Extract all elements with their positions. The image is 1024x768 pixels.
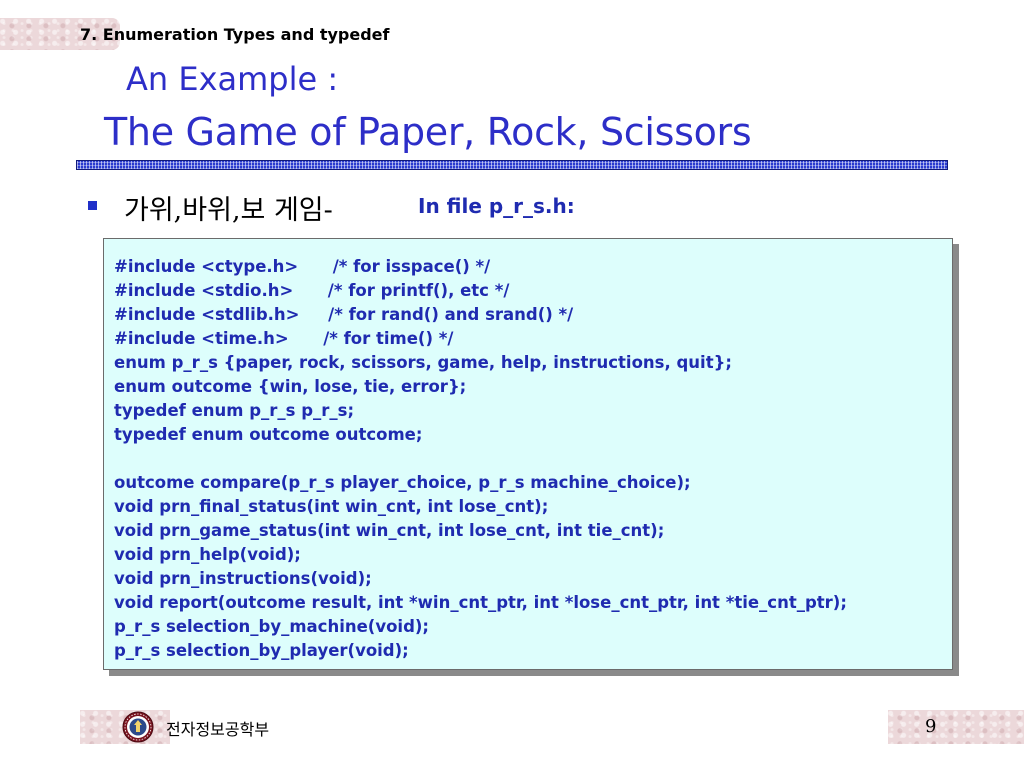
code-line: outcome compare(p_r_s player_choice, p_r…: [114, 473, 691, 492]
code-line: enum p_r_s {paper, rock, scissors, game,…: [114, 353, 732, 372]
code-line: void prn_instructions(void);: [114, 569, 372, 588]
code-line: enum outcome {win, lose, tie, error};: [114, 377, 467, 396]
section-label: 7. Enumeration Types and typedef: [80, 25, 390, 44]
code-line: void report(outcome result, int *win_cnt…: [114, 593, 847, 612]
square-bullet-icon: [88, 201, 97, 210]
code-line: typedef enum p_r_s p_r_s;: [114, 401, 355, 420]
bullet-file-label: In file p_r_s.h:: [418, 194, 575, 218]
code-line: void prn_final_status(int win_cnt, int l…: [114, 497, 549, 516]
code-line: #include <stdio.h> /* for printf(), etc …: [114, 281, 510, 300]
code-line: #include <stdlib.h> /* for rand() and sr…: [114, 305, 574, 324]
code-line: p_r_s selection_by_player(void);: [114, 641, 409, 660]
code-line: void prn_game_status(int win_cnt, int lo…: [114, 521, 665, 540]
code-line: void prn_help(void);: [114, 545, 301, 564]
code-line: typedef enum outcome outcome;: [114, 425, 423, 444]
code-listing-box: #include <ctype.h> /* for isspace() */ #…: [103, 238, 953, 670]
slide-title-line1: An Example :: [126, 60, 339, 98]
university-seal-icon: [122, 711, 154, 743]
bullet-korean-text: 가위,바위,보 게임-: [124, 195, 333, 226]
slide-title-line2: The Game of Paper, Rock, Scissors: [104, 110, 752, 154]
code-line: #include <time.h> /* for time() */: [114, 329, 454, 348]
page-number: 9: [925, 716, 937, 737]
footer-right-band: [888, 710, 1024, 744]
code-line-blank: [114, 447, 847, 471]
footer-department: 전자정보공학부: [166, 720, 270, 739]
title-divider: [76, 160, 948, 170]
code-lines: #include <ctype.h> /* for isspace() */ #…: [114, 255, 847, 663]
section-tab: [0, 18, 120, 50]
code-line: p_r_s selection_by_machine(void);: [114, 617, 430, 636]
code-line: #include <ctype.h> /* for isspace() */: [114, 257, 491, 276]
